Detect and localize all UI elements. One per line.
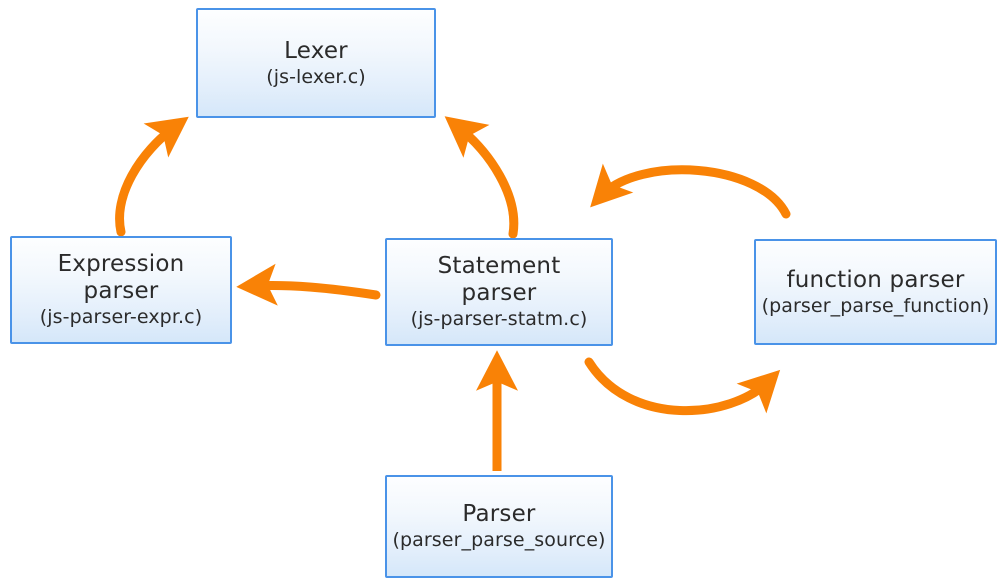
node-statement-parser-title: Statement parser xyxy=(437,253,561,307)
node-parser[interactable]: Parser (parser_parse_source) xyxy=(385,475,613,578)
node-expression-parser-subtitle: (js-parser-expr.c) xyxy=(39,306,203,329)
node-function-parser-subtitle: (parser_parse_function) xyxy=(761,294,990,317)
edge-statement-to-function xyxy=(584,357,781,415)
edge-statement-to-lexer xyxy=(444,116,519,239)
node-lexer-subtitle: (js-lexer.c) xyxy=(266,65,366,88)
edge-statement-to-expression xyxy=(236,263,381,306)
node-lexer-title: Lexer xyxy=(284,37,348,64)
node-expression-parser-title: Expression parser xyxy=(57,251,185,305)
node-function-parser-title: function parser xyxy=(786,266,965,293)
node-statement-parser[interactable]: Statement parser (js-parser-statm.c) xyxy=(385,238,613,346)
edge-expression-to-lexer xyxy=(115,116,189,237)
node-parser-subtitle: (parser_parse_source) xyxy=(392,529,606,552)
node-expression-parser[interactable]: Expression parser (js-parser-expr.c) xyxy=(10,236,232,344)
node-parser-title: Parser xyxy=(462,501,536,528)
node-lexer[interactable]: Lexer (js-lexer.c) xyxy=(196,8,436,118)
node-function-parser[interactable]: function parser (parser_parse_function) xyxy=(754,239,997,345)
edge-function-to-statement xyxy=(590,163,791,219)
node-statement-parser-subtitle: (js-parser-statm.c) xyxy=(410,308,588,331)
